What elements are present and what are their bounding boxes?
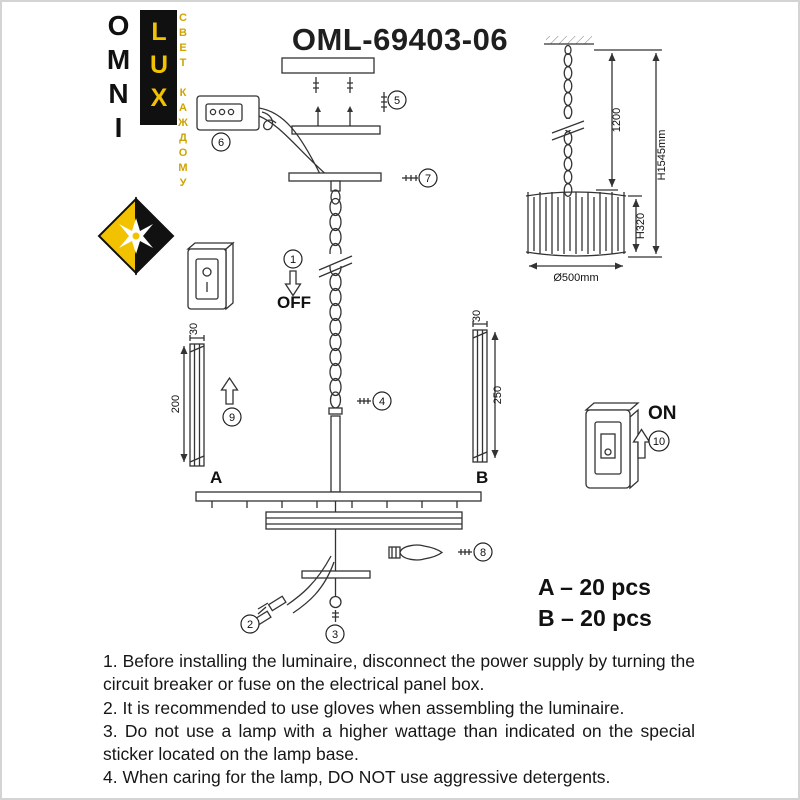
svg-text:5: 5 — [394, 95, 400, 107]
screw-icon — [458, 549, 472, 555]
part-b-length: 250 — [492, 386, 504, 404]
bottom-assembly — [301, 529, 371, 622]
instruction-item-2: 2. It is recommended to use gloves when … — [103, 697, 625, 718]
part-a-width: 30 — [188, 323, 200, 335]
screw-icon — [357, 398, 371, 404]
chain-connector — [328, 391, 343, 415]
callout-8: 8 — [473, 542, 493, 562]
svg-text:8: 8 — [480, 547, 486, 559]
dimension-lines: 1200 H1545mm H320 Ø500mm — [529, 49, 668, 284]
arrow-up-icon — [220, 376, 239, 405]
page-title: OML-69403-06 — [291, 22, 509, 57]
callout-2: 2 — [240, 614, 260, 634]
brand-lux: LUX — [140, 10, 177, 125]
height-diagram — [525, 36, 627, 257]
part-a-qty: A – 20 pcs — [538, 574, 651, 600]
callout-1: 1 — [283, 249, 303, 269]
off-switch — [186, 241, 235, 311]
callout-7: 7 — [418, 168, 438, 188]
arrow-up-icon — [632, 428, 651, 459]
svg-text:10: 10 — [653, 436, 665, 448]
brand-logo-icon — [97, 196, 175, 276]
part-b-width: 30 — [471, 310, 483, 322]
svg-text:4: 4 — [379, 396, 385, 408]
off-label: OFF — [277, 293, 311, 312]
on-label: ON — [648, 403, 677, 424]
svg-text:1: 1 — [290, 254, 296, 266]
chandelier-lower-frame — [265, 501, 463, 530]
instructions: 1. Before installing the luminaire, disc… — [103, 650, 695, 790]
callout-3: 3 — [325, 624, 345, 644]
part-b-qty: B – 20 pcs — [538, 605, 652, 631]
svg-text:2: 2 — [247, 619, 253, 631]
callout-4: 4 — [372, 391, 392, 411]
mounting-bracket — [291, 106, 381, 135]
chain-break — [318, 254, 353, 278]
part-b-label: B — [476, 468, 488, 487]
bulb-icon — [388, 544, 444, 561]
screw-icon — [381, 92, 387, 112]
chandelier-top-frame — [195, 491, 482, 508]
callout-6: 6 — [211, 132, 231, 152]
stem-rod — [330, 415, 341, 493]
screw-icon — [402, 175, 418, 181]
chain-length-dim: 1200 — [611, 108, 623, 132]
diameter-dim: Ø500mm — [553, 272, 598, 284]
brand-tagline: СВЕТ КАЖДОМУ — [177, 12, 189, 192]
junction-box — [196, 95, 330, 178]
ceiling-plate — [281, 57, 375, 93]
arrow-down-icon — [284, 270, 302, 297]
part-b: 30 250 B — [471, 310, 504, 487]
body-height-dim: H320 — [635, 213, 647, 239]
part-a-label: A — [210, 468, 222, 487]
instruction-item-1: 1. Before installing the luminaire, disc… — [103, 651, 695, 695]
callout-10: 10 — [648, 430, 670, 452]
part-a: 30 200 A — [170, 323, 239, 487]
svg-text:9: 9 — [229, 412, 235, 424]
callout-5: 5 — [387, 90, 407, 110]
total-height-dim: H1545mm — [656, 130, 668, 181]
part-a-length: 200 — [170, 395, 182, 413]
svg-text:3: 3 — [332, 629, 338, 641]
svg-text:7: 7 — [425, 173, 431, 185]
brand-omni: OMNI — [103, 10, 134, 146]
canopy — [288, 172, 382, 205]
chain — [329, 197, 342, 397]
callout-9: 9 — [222, 407, 242, 427]
instruction-item-3: 3. Do not use a lamp with a higher watta… — [103, 720, 695, 765]
instruction-item-4: 4. When caring for the lamp, DO NOT use … — [103, 767, 611, 788]
svg-text:6: 6 — [218, 137, 224, 149]
on-switch — [584, 402, 640, 490]
